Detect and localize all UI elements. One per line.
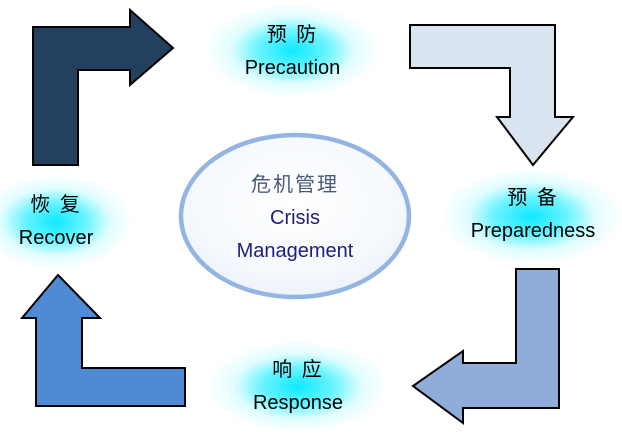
bent-arrow-response-to-recover-icon <box>19 273 186 407</box>
center-ellipse <box>178 132 412 300</box>
center-title-zh: 危机管理 <box>251 174 339 196</box>
glow-precaution <box>205 3 380 98</box>
stage-response-zh: 响 应 <box>272 359 324 381</box>
center-title: 危机管理 Crisis Management <box>185 172 405 264</box>
stage-recover-en: Recover <box>18 227 94 249</box>
stage-label-response: 响 应 Response <box>208 359 388 414</box>
center-title-en-line1: Crisis <box>270 207 320 229</box>
glow-preparedness <box>440 168 622 265</box>
bent-arrow-precaution-to-preparedness-icon <box>409 24 576 167</box>
stage-recover-zh: 恢 复 <box>30 194 82 216</box>
bent-arrow-preparedness-to-response-icon <box>411 268 560 425</box>
stage-response-en: Response <box>252 392 344 414</box>
center-title-en-line2: Management <box>236 240 354 262</box>
glow-recover <box>0 174 133 270</box>
bent-arrow-recover-to-precaution-icon <box>32 7 175 166</box>
stage-preparedness-en: Preparedness <box>470 220 596 242</box>
stage-precaution-en: Precaution <box>244 57 341 79</box>
stage-preparedness-zh: 预 备 <box>507 187 559 209</box>
stage-label-precaution: 预 防 Precaution <box>205 24 380 79</box>
stage-precaution-zh: 预 防 <box>266 24 319 46</box>
stage-label-preparedness: 预 备 Preparedness <box>443 187 622 242</box>
stage-label-recover: 恢 复 Recover <box>0 194 112 249</box>
glow-response <box>208 340 388 433</box>
